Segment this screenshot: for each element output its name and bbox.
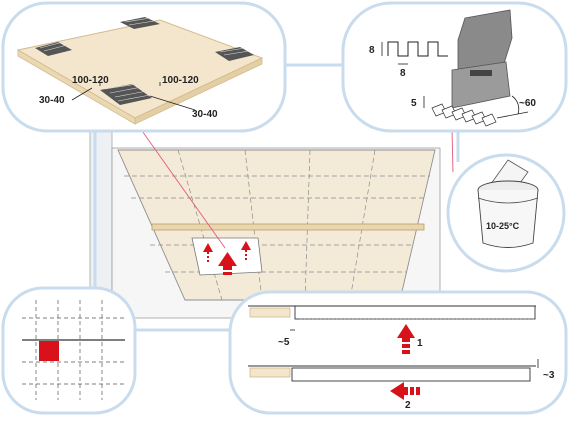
trowel-callout: 8 8 5 ~60	[341, 1, 568, 133]
tile-slab-side-edge	[17, 49, 136, 125]
trowel-blade	[451, 61, 511, 109]
notch-profile	[387, 41, 448, 57]
overlap-label: ~3	[543, 370, 555, 381]
tile-dim-side-right: 30-40	[192, 109, 218, 120]
step1-arrow	[397, 324, 415, 338]
push-arrows	[203, 241, 251, 275]
trowel-teeth	[431, 103, 497, 127]
adhesive-strip	[35, 41, 72, 56]
tile-dim-side-left: 30-40	[39, 95, 65, 106]
new-tile-step1	[294, 305, 536, 320]
bucket-body	[477, 189, 539, 248]
existing-tile-step2	[249, 367, 291, 378]
tile-dimension-lines	[71, 82, 196, 111]
grid-callout-frame	[1, 286, 137, 415]
notch-width-label: 8	[400, 68, 406, 79]
tile-dim-top-right: 100-120	[162, 75, 199, 86]
reference-batten	[151, 223, 425, 231]
trowel-logo	[470, 70, 492, 76]
existing-tile-step1	[249, 307, 291, 318]
step2-arrow	[390, 382, 404, 400]
tile-pointer-line	[139, 127, 226, 249]
grid-plan-callout	[1, 286, 137, 415]
bucket-temperature: 10-25°C	[486, 221, 520, 231]
trowel-pointer-line	[451, 129, 454, 173]
joint-callout-frame	[228, 290, 568, 415]
angle-arc	[511, 95, 520, 115]
step1-label: 1	[417, 338, 423, 349]
tile-dim-top-left: 100-120	[72, 75, 109, 86]
gap-label: ~5	[278, 337, 290, 348]
angle-label: ~60	[519, 98, 536, 109]
joint-callout: ~5 1 ~3 2	[228, 290, 568, 415]
bucket-band	[477, 197, 539, 204]
adhesive-strip-center	[100, 83, 152, 105]
adhesive-strip	[215, 47, 254, 61]
bucket-callout: 10-25°C	[446, 153, 566, 273]
room-illustration	[89, 129, 441, 331]
tile-back-callout: 100-120 100-120 30-40 30-40	[1, 1, 287, 133]
adhesive-strip	[120, 17, 160, 29]
callout-connectors	[93, 63, 460, 332]
notch-height-label: 8	[369, 45, 375, 56]
new-tile-step2	[291, 367, 531, 382]
angle-base-line	[496, 111, 529, 119]
first-tile-position	[39, 341, 59, 361]
tooth-height-label: 5	[411, 98, 417, 109]
step2-label: 2	[405, 400, 411, 411]
